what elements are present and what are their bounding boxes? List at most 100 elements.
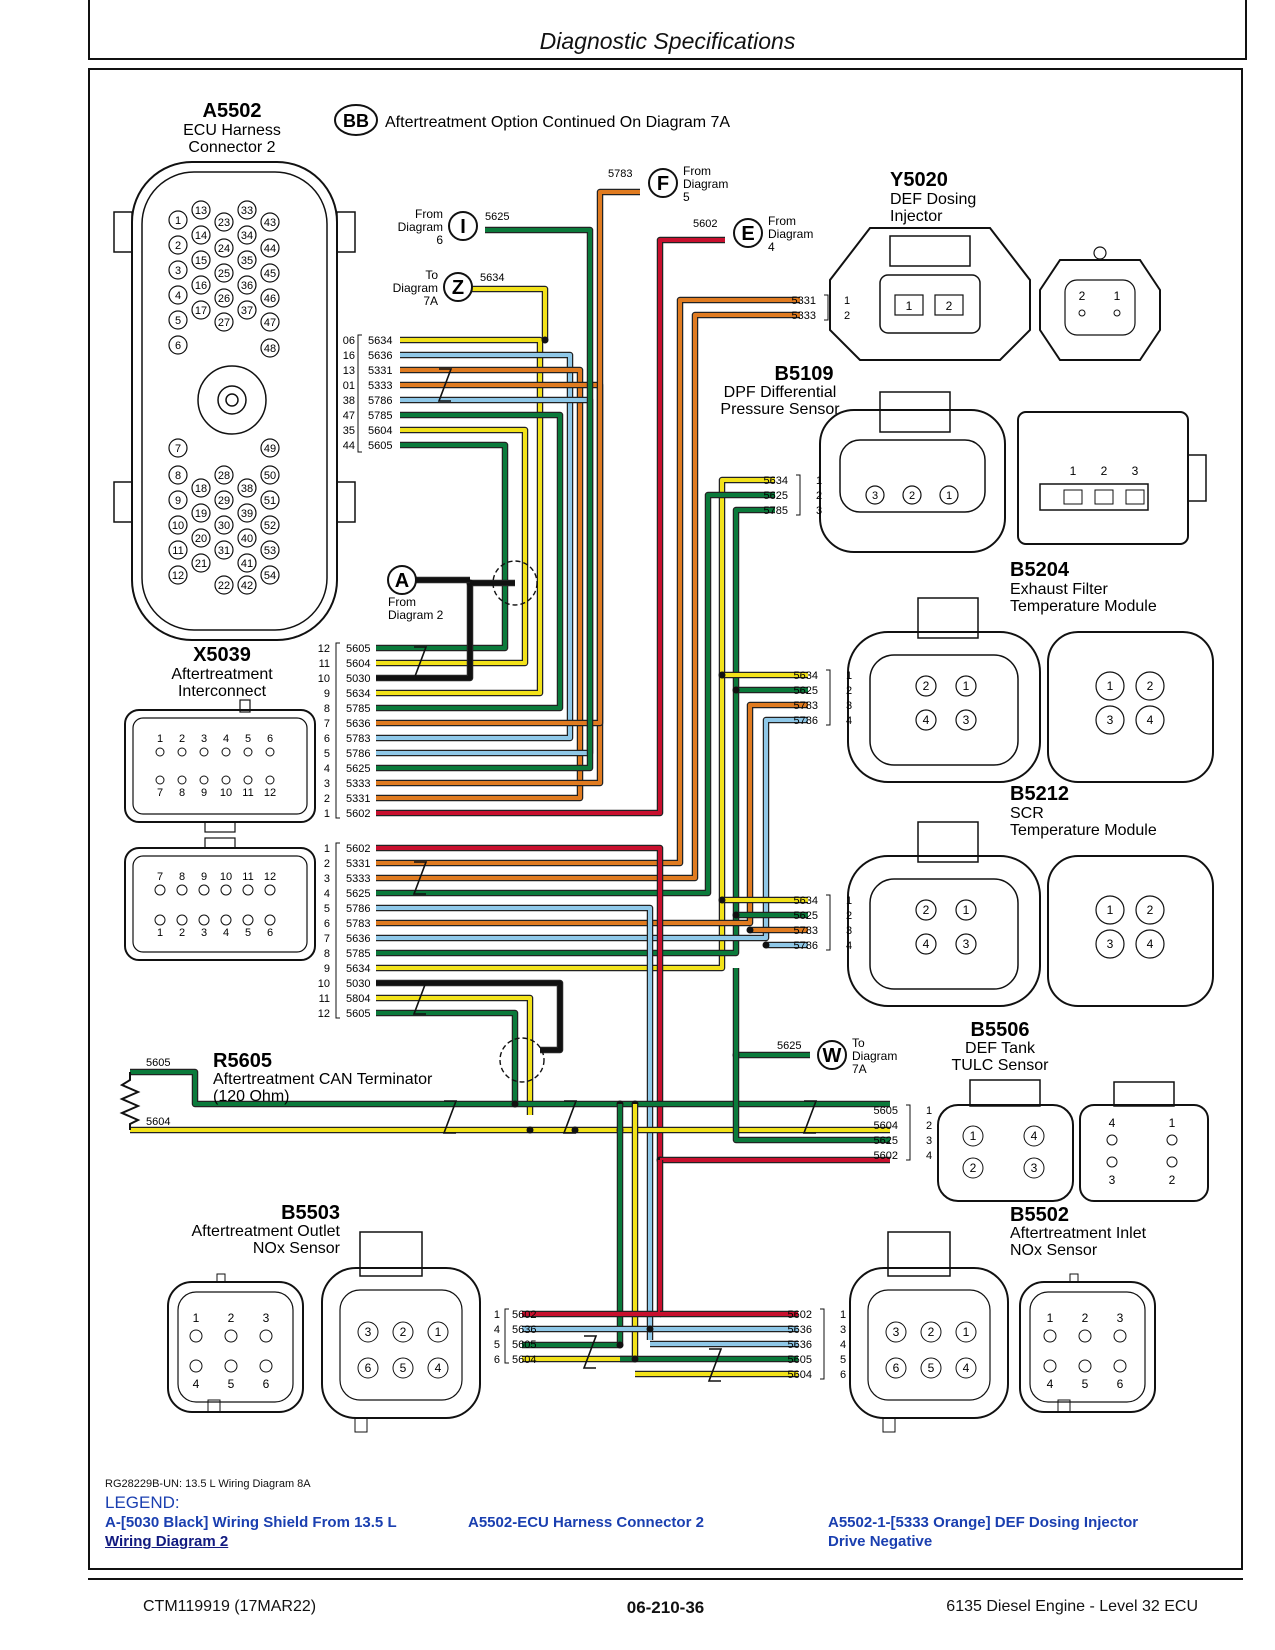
wire-5625-i	[376, 228, 592, 770]
bb-note: BB Aftertreatment Option Continued On Di…	[334, 104, 730, 136]
pin-label-5: 5	[175, 315, 181, 327]
x5039-pin-num: 8	[324, 703, 330, 715]
wire-5602-lower	[376, 846, 662, 1160]
x5039-pin-num: 12	[318, 643, 330, 655]
legend-entry-a5502-1-desc: Drive Negative	[828, 1533, 933, 1550]
twisted-pair-mark	[562, 1100, 578, 1134]
svg-text:12: 12	[264, 871, 276, 883]
x5039-name2: Interconnect	[178, 683, 267, 700]
wire-5785	[376, 413, 562, 710]
svg-text:6: 6	[893, 1361, 900, 1375]
splice-dot	[762, 941, 770, 949]
pin-label-45: 45	[264, 268, 276, 280]
b5212-labels-wire: 5625	[794, 910, 818, 922]
svg-text:5604: 5604	[512, 1354, 536, 1366]
pin-14	[191, 225, 211, 245]
ref-circle-W	[817, 1040, 847, 1070]
pin-label-37: 37	[241, 305, 253, 317]
svg-text:5: 5	[228, 1377, 235, 1391]
bracket	[820, 1308, 825, 1380]
b5109-id: B5109	[775, 363, 834, 385]
svg-text:4: 4	[193, 1377, 200, 1391]
svg-text:3: 3	[263, 1311, 270, 1325]
a5502-pin-grid: 1234561314151617232425262733343536374344…	[168, 200, 280, 595]
x5039-wire-num: 5331	[346, 793, 370, 805]
pin-label-50: 50	[264, 470, 276, 482]
pin-49	[260, 438, 280, 458]
pin-label-48: 48	[264, 343, 276, 355]
y5020-connector: Y5020 DEF Dosing Injector 1 2 2 1	[829, 169, 1161, 361]
svg-text:6: 6	[267, 927, 273, 939]
footer-doc-id: CTM119919 (17MAR22)	[143, 1598, 317, 1615]
wire-5634	[376, 338, 542, 695]
pin-label-23: 23	[218, 217, 230, 229]
x5039-pin	[265, 747, 275, 757]
pin-label-30: 30	[218, 520, 230, 532]
svg-text:7: 7	[157, 787, 163, 799]
svg-text:11: 11	[242, 871, 253, 883]
b5109-name2: Pressure Sensor	[720, 401, 840, 418]
ref-line2-W: Diagram	[852, 1049, 897, 1063]
twisted-pair-mark	[412, 646, 428, 680]
a5502-wire-num: 5333	[368, 380, 392, 392]
svg-text:2: 2	[928, 1325, 935, 1339]
pin-label-6: 6	[175, 340, 181, 352]
ref-circle-F	[648, 168, 678, 198]
wire-5605-can	[130, 1070, 890, 1106]
r5605-id: R5605	[213, 1050, 272, 1072]
x5039-pin-num: 11	[319, 658, 330, 670]
b5506-labels-wire: 5602	[874, 1150, 898, 1162]
r5605-top-wire: 5605	[146, 1057, 170, 1069]
b5506-labels-pin: 2	[926, 1120, 932, 1132]
pin-8	[168, 465, 188, 485]
x5039-pin-num: 6	[324, 733, 330, 745]
b5503-name2: NOx Sensor	[253, 1240, 341, 1257]
svg-text:8: 8	[179, 787, 185, 799]
pin-4	[168, 285, 188, 305]
wire-5604	[376, 428, 527, 665]
pin-label-39: 39	[241, 508, 253, 520]
twisted-pair-mark	[442, 1100, 458, 1134]
b5109-labels-wire: 5634	[764, 475, 788, 487]
wire-5785-b5109-outline	[376, 506, 775, 957]
twisted-pair-mark	[412, 981, 428, 1015]
pin-label-53: 53	[264, 545, 276, 557]
svg-text:3: 3	[963, 937, 970, 951]
svg-text:3: 3	[365, 1325, 372, 1339]
svg-text:4: 4	[223, 927, 229, 939]
x5039-pin-num: 7	[324, 718, 330, 730]
x5039b-pin-num: 11	[319, 993, 330, 1005]
pin-48	[260, 338, 280, 358]
ref-wire-I: 5625	[485, 211, 509, 223]
b5502-labels-pin: 5	[840, 1354, 846, 1366]
wire-5331-y	[376, 298, 800, 865]
ref-line3-E: 4	[768, 240, 775, 254]
pin-label-1: 1	[175, 215, 181, 227]
pin-label-27: 27	[218, 317, 230, 329]
pin-9	[168, 490, 188, 510]
legend-entry-a-link[interactable]: Wiring Diagram 2	[105, 1533, 229, 1550]
pin-38	[237, 478, 257, 498]
wire-5804-lower	[376, 996, 532, 1115]
diagram-frame	[88, 68, 1243, 1570]
svg-text:6: 6	[494, 1354, 500, 1366]
ref-line2-E: Diagram	[768, 227, 813, 241]
b5212-labels-pin: 2	[846, 910, 852, 922]
b5212-labels-pin: 1	[846, 895, 852, 907]
svg-text:10: 10	[220, 787, 232, 799]
shield-ellipse	[492, 560, 538, 606]
wire-5030-lower	[376, 981, 562, 1052]
y5020-labels-pin: 2	[844, 310, 850, 322]
ref-line1-F: From	[683, 164, 711, 178]
pin-label-38: 38	[241, 483, 253, 495]
svg-text:4: 4	[435, 1361, 442, 1375]
x5039b-wire-num: 5030	[346, 978, 370, 990]
x5039-pin-num: 9	[324, 688, 330, 700]
splice-dot	[631, 1355, 639, 1363]
svg-text:4: 4	[1109, 1116, 1116, 1130]
svg-text:9: 9	[201, 871, 207, 883]
svg-text:1: 1	[157, 733, 163, 745]
x5039-name1: Aftertreatment	[171, 666, 273, 683]
r5605-name2: (120 Ohm)	[213, 1088, 289, 1105]
svg-text:5: 5	[494, 1339, 500, 1351]
